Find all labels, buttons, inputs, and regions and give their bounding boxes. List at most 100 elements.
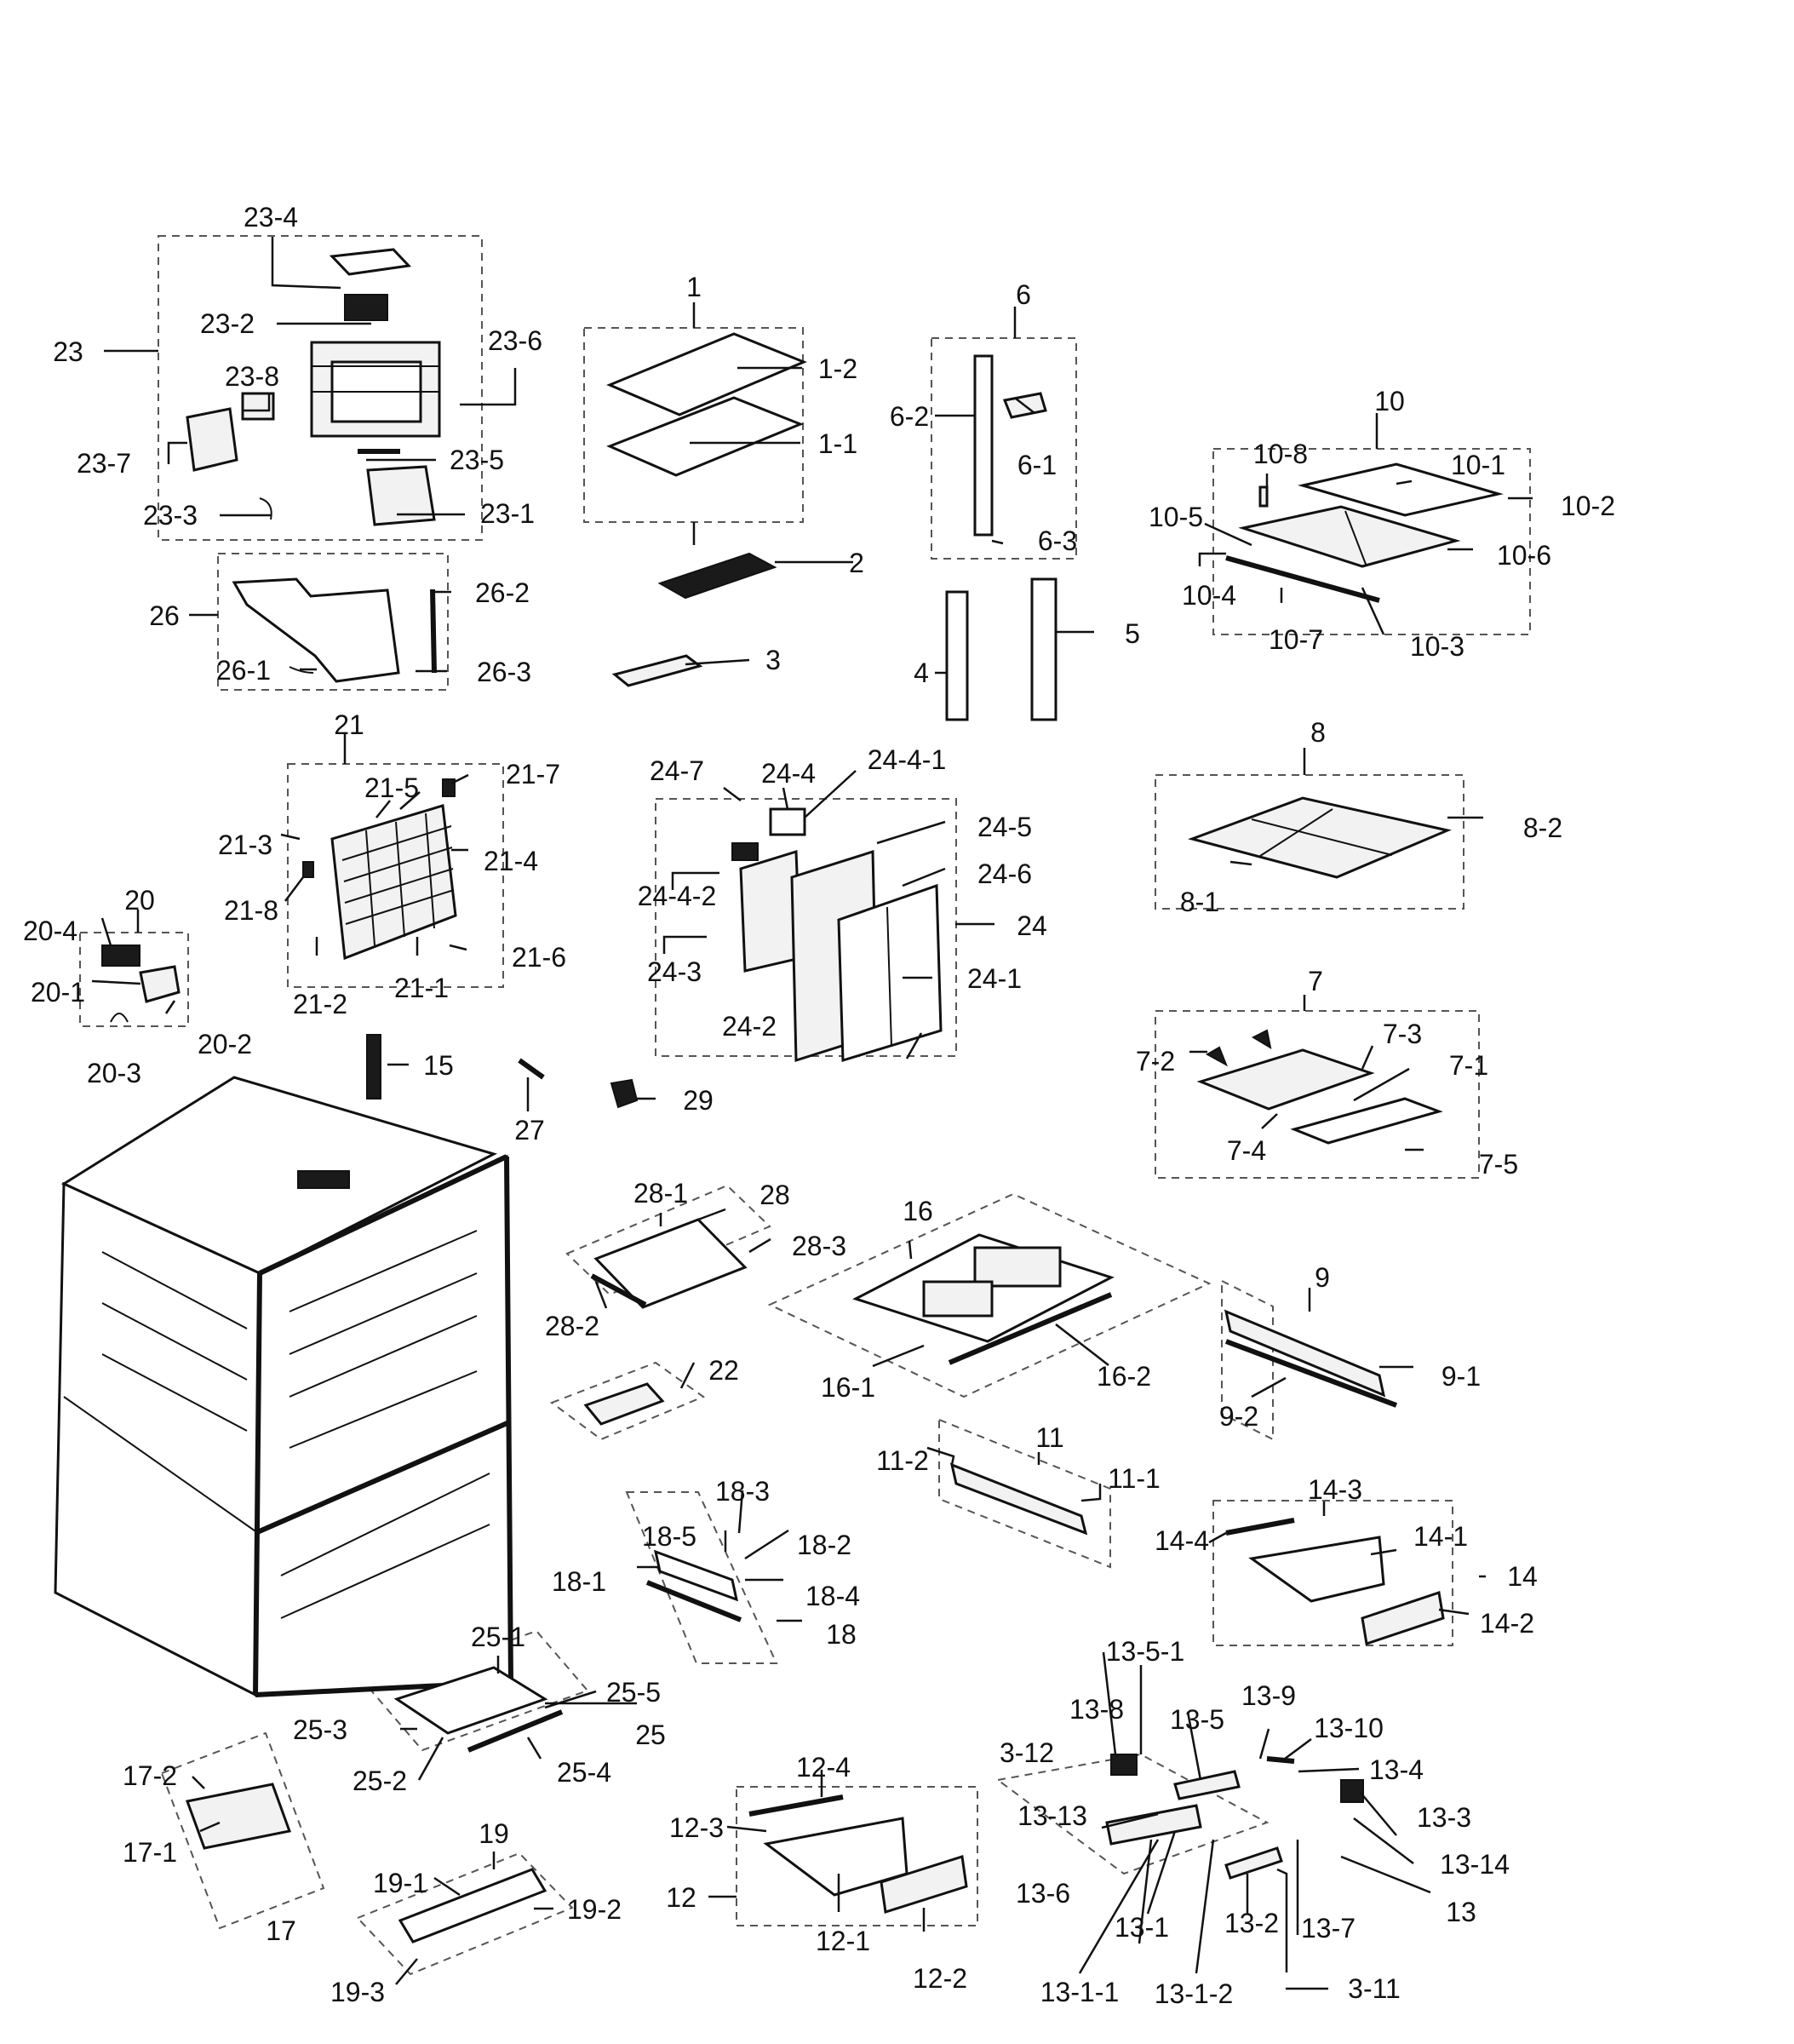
label-21-4: 21-4	[484, 846, 538, 876]
label-11: 11	[1035, 1422, 1063, 1453]
label-22: 22	[708, 1355, 739, 1386]
label-10-7: 10-7	[1269, 624, 1323, 655]
label-12-2: 12-2	[913, 1963, 967, 1994]
part-labels: 23-4 23-2 23 23-6 23-8 23-5 23-7 23-3 23…	[23, 202, 1615, 2009]
label-6: 6	[1016, 279, 1031, 310]
label-9-1: 9-1	[1442, 1361, 1481, 1392]
label-13-9: 13-9	[1241, 1680, 1296, 1711]
label-14: 14	[1507, 1561, 1538, 1592]
crisper-cover	[852, 1233, 1115, 1365]
label-25-4: 25-4	[557, 1757, 611, 1788]
label-13-14: 13-14	[1440, 1849, 1510, 1880]
label-28: 28	[759, 1180, 790, 1210]
label-21-8: 21-8	[224, 895, 278, 926]
evaporator	[302, 778, 457, 961]
label-25-3: 25-3	[293, 1714, 347, 1745]
label-1-1: 1-1	[818, 428, 857, 459]
label-25: 25	[635, 1720, 666, 1750]
label-20: 20	[124, 885, 155, 916]
label-10: 10	[1374, 386, 1405, 416]
label-29: 29	[683, 1085, 714, 1116]
label-10-8: 10-8	[1253, 439, 1308, 469]
label-13: 13	[1446, 1897, 1476, 1927]
shelf-10	[1225, 462, 1504, 603]
label-7: 7	[1308, 966, 1323, 996]
shelf-28	[590, 1218, 748, 1309]
label-21-3: 21-3	[218, 830, 272, 860]
label-9-2: 9-2	[1219, 1401, 1258, 1432]
label-13-3: 13-3	[1417, 1802, 1471, 1833]
label-6-2: 6-2	[890, 401, 929, 432]
label-8-2: 8-2	[1523, 812, 1562, 843]
label-21-5: 21-5	[364, 772, 419, 803]
label-28-2: 28-2	[545, 1311, 599, 1341]
label-28-1: 28-1	[633, 1178, 688, 1209]
label-20-2: 20-2	[198, 1029, 252, 1059]
label-12-4: 12-4	[796, 1752, 851, 1783]
label-10-6: 10-6	[1497, 540, 1551, 571]
label-6-3: 6-3	[1038, 525, 1077, 556]
label-13-4: 13-4	[1369, 1754, 1424, 1785]
label-1: 1	[686, 272, 702, 302]
label-18-3: 18-3	[715, 1476, 770, 1507]
label-16-1: 16-1	[821, 1372, 875, 1403]
label-13-1-1: 13-1-1	[1040, 1977, 1120, 2007]
group-boxes	[79, 235, 1531, 1976]
label-23-2: 23-2	[200, 308, 255, 339]
label-23-4: 23-4	[244, 202, 298, 233]
label-23: 23	[53, 336, 83, 367]
label-10-2: 10-2	[1561, 491, 1615, 521]
label-19-2: 19-2	[567, 1894, 622, 1925]
label-8: 8	[1310, 717, 1326, 748]
label-10-3: 10-3	[1410, 631, 1464, 662]
label-1-2: 1-2	[818, 353, 857, 384]
label-16-2: 16-2	[1097, 1361, 1151, 1392]
label-18-1: 18-1	[552, 1566, 606, 1597]
label-26-3: 26-3	[477, 657, 531, 687]
label-10-1: 10-1	[1451, 450, 1505, 480]
label-27: 27	[514, 1115, 545, 1145]
label-14-1: 14-1	[1413, 1521, 1468, 1552]
label-18: 18	[826, 1619, 857, 1650]
label-12-3: 12-3	[669, 1812, 724, 1843]
label-12: 12	[666, 1882, 696, 1913]
label-23-1: 23-1	[480, 498, 535, 529]
label-23-7: 23-7	[77, 448, 131, 479]
label-7-3: 7-3	[1383, 1019, 1422, 1049]
label-13-7: 13-7	[1301, 1913, 1356, 1944]
fan-motor	[101, 944, 181, 1023]
label-11-2: 11-2	[876, 1445, 929, 1476]
part-27	[518, 1058, 545, 1080]
panel-19	[398, 1868, 547, 1944]
part-29	[610, 1078, 639, 1109]
label-11-1: 11-1	[1108, 1463, 1161, 1494]
label-3-11: 3-11	[1348, 1973, 1401, 2004]
label-7-5: 7-5	[1479, 1149, 1518, 1180]
label-17-1: 17-1	[123, 1837, 177, 1868]
label-25-2: 25-2	[352, 1766, 407, 1796]
cover-plates	[606, 332, 807, 687]
ice-bucket	[232, 577, 437, 683]
label-23-6: 23-6	[488, 325, 542, 356]
label-13-1-2: 13-1-2	[1155, 1978, 1234, 2009]
label-25-5: 25-5	[606, 1677, 661, 1708]
label-20-4: 20-4	[23, 916, 77, 946]
label-18-2: 18-2	[797, 1530, 851, 1560]
label-24: 24	[1017, 910, 1047, 941]
label-2: 2	[849, 548, 864, 578]
label-9: 9	[1315, 1262, 1330, 1293]
label-21-6: 21-6	[512, 942, 566, 973]
label-5: 5	[1125, 618, 1140, 649]
label-3-12: 3-12	[1000, 1737, 1054, 1768]
label-24-6: 24-6	[977, 858, 1032, 889]
label-24-3: 24-3	[647, 956, 702, 987]
label-24-5: 24-5	[977, 812, 1032, 842]
label-10-4: 10-4	[1182, 580, 1236, 611]
label-13-13: 13-13	[1017, 1800, 1087, 1831]
label-10-5: 10-5	[1149, 502, 1203, 532]
label-20-3: 20-3	[87, 1058, 141, 1088]
label-23-3: 23-3	[143, 500, 198, 531]
label-21: 21	[334, 709, 364, 740]
label-13-5-1: 13-5-1	[1106, 1636, 1185, 1667]
panel-17	[185, 1783, 292, 1850]
